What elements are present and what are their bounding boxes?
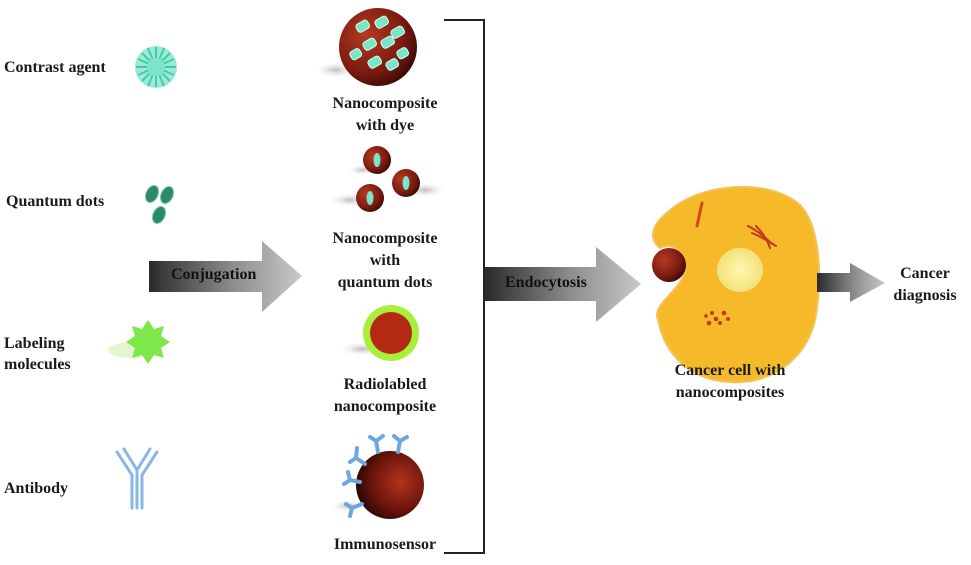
radiolabeled-label-line2: nanocomposite <box>333 398 437 415</box>
labeling-molecules-label-line2: molecules <box>4 356 71 373</box>
antibody-icon <box>115 447 159 510</box>
labeling-molecules-label-line1: Labeling <box>4 335 65 352</box>
radiolabeled-nanocomposite-icon <box>340 305 419 361</box>
cancer-cell-icon <box>652 185 821 384</box>
cancer-diagnosis-label-line2: diagnosis <box>893 287 957 304</box>
nanocomposite-quantum-dots-icon <box>330 146 445 212</box>
immunosensor-label: Immunosensor <box>333 536 437 553</box>
nanocomposite-qd-label-line2: with <box>369 252 401 269</box>
endocytosis-label: Endocytosis <box>505 274 587 291</box>
nanocomposite-qd-label-line3: quantum dots <box>337 274 433 291</box>
quantum-dots-label: Quantum dots <box>6 193 105 210</box>
immunosensor-icon <box>332 434 424 519</box>
nanocomposite-dye-label-line2: with dye <box>355 117 415 134</box>
contrast-agent-label: Contrast agent <box>4 59 106 76</box>
antibody-label: Antibody <box>4 480 69 497</box>
cancer-cell-label-line1: Cancer cell with <box>674 362 786 379</box>
diagnosis-arrow <box>817 263 885 302</box>
contrast-agent-icon <box>135 46 177 88</box>
endocytosis-arrow <box>485 247 641 322</box>
labeling-molecule-icon <box>108 320 170 364</box>
incoming-nanoparticle-icon <box>652 248 686 282</box>
cancer-diagnosis-label-line1: Cancer <box>900 265 950 282</box>
quantum-dots-icon <box>144 184 175 225</box>
cancer-cell-label-line2: nanocomposites <box>675 384 785 401</box>
nanocomposite-dye-label-line1: Nanocomposite <box>332 95 438 112</box>
nanocomposite-qd-label-line1: Nanocomposite <box>332 230 438 247</box>
nanocomposite-dye-icon <box>316 8 417 86</box>
radiolabeled-label-line1: Radiolabled <box>343 376 427 393</box>
conjugation-label: Conjugation <box>171 266 257 283</box>
grouping-bracket <box>444 19 485 554</box>
conjugation-arrow <box>149 241 302 312</box>
